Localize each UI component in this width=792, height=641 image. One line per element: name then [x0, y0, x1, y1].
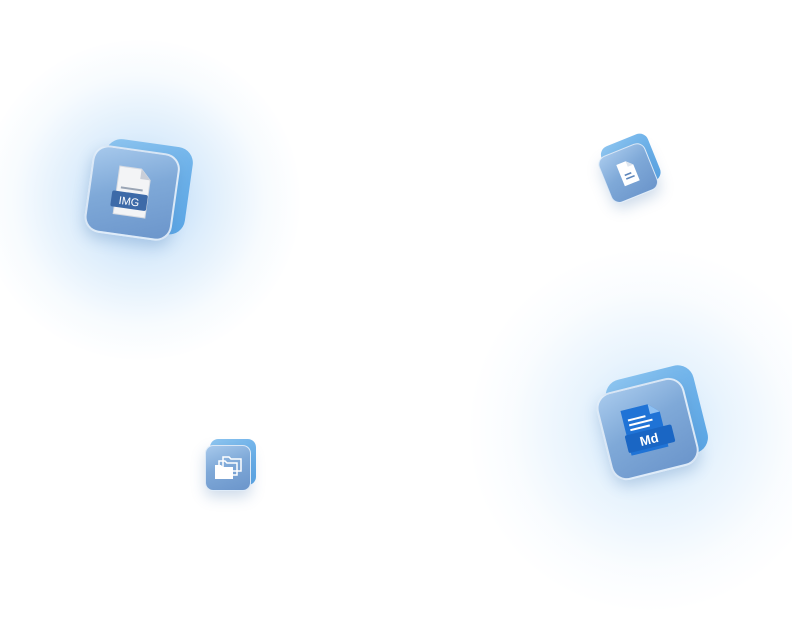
markdown-file-icon: Md [614, 397, 681, 461]
tile-front: Md [593, 374, 703, 484]
image-file-label: IMG [118, 195, 140, 210]
document-icon [613, 157, 643, 189]
document-tile[interactable] [587, 123, 678, 214]
markdown-file-tile[interactable]: Md [586, 356, 725, 495]
tile-front [205, 445, 251, 491]
tile-front [595, 140, 661, 206]
image-file-icon: IMG [107, 163, 158, 223]
folders-tile[interactable] [202, 436, 262, 496]
image-file-tile[interactable]: IMG [77, 133, 201, 257]
markdown-file-label: Md [638, 430, 660, 449]
folders-icon [213, 455, 243, 481]
tile-front: IMG [82, 143, 182, 243]
